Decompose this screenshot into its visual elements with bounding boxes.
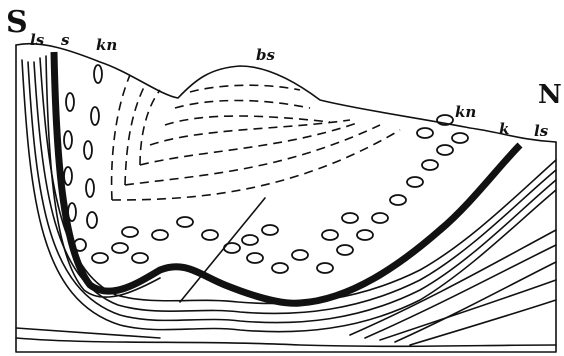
label-kn-left: kn [96,36,117,54]
label-south: S [6,5,28,40]
label-ls-right: ls [534,122,549,140]
label-bs: bs [256,46,275,64]
shale-dashed-layers [112,75,400,200]
label-s-left: s [61,31,70,49]
label-ls-left: ls [30,31,45,49]
label-k-right: k [499,120,509,138]
conglomerate-pebbles [64,65,468,273]
sandstone-bed [46,52,520,303]
label-kn-right: kn [455,103,476,121]
label-north: N [538,80,562,110]
